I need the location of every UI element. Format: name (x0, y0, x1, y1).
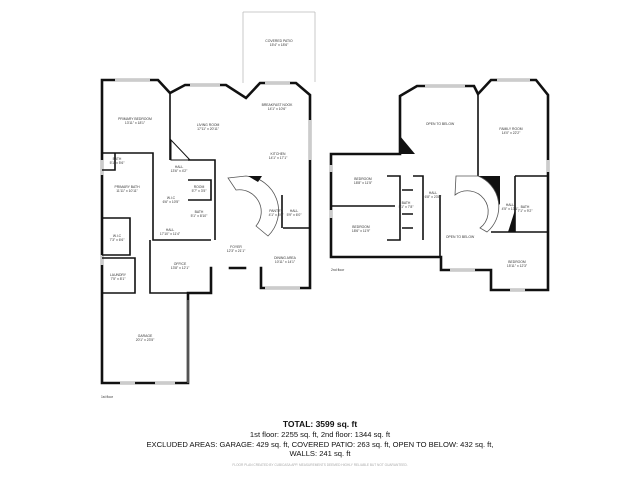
room-dims: 7'3" x 6'6" (110, 238, 126, 242)
room-dims: 5'7" x 3'5" (192, 189, 208, 193)
room-label: ROOM (194, 185, 205, 189)
floor-label: 1st floor (101, 395, 114, 399)
room-label: OPEN TO BELOW (446, 235, 475, 239)
room-dims: 5'1" x 7'8" (399, 205, 415, 209)
room-dims: 14'1" x 17'1" (269, 156, 288, 160)
room-dims: 6'6" x 10'5" (163, 200, 181, 204)
second-floor-labels: OPEN TO BELOW FAMILY ROOM 14'0" x 22'2" … (331, 122, 533, 272)
room-label: PRIMARY BEDROOM (118, 117, 152, 121)
room-label: HALL (290, 209, 299, 213)
room-label: OPEN TO BELOW (426, 122, 455, 126)
room-label: BATH (521, 205, 530, 209)
room-label: HALL (166, 228, 175, 232)
room-label: W.I.C (167, 196, 176, 200)
room-label: BATH (195, 210, 204, 214)
disclaimer: FLOOR PLAN CREATED BY CUBICASA APP. MEAS… (232, 463, 408, 467)
room-dims: 18'8" x 11'5" (354, 181, 373, 185)
room-label: PANTRY (269, 209, 283, 213)
room-dims: 10'11" x 14'1" (275, 260, 296, 264)
room-label: FOYER (230, 245, 242, 249)
room-dims: 13'8" x 12'1" (171, 266, 190, 270)
floor-label: 2nd floor (331, 268, 345, 272)
excluded-areas: EXCLUDED AREAS: GARAGE: 429 sq. ft, COVE… (146, 439, 494, 449)
room-dims: 5'9" x 6'0" (287, 213, 303, 217)
room-dims: 14'0" x 22'2" (502, 131, 521, 135)
room-dims: 13'6" x 4'2" (171, 169, 189, 173)
second-floor-plan (329, 78, 550, 292)
room-label: BATH (113, 157, 122, 161)
room-dims: 5'1" x 8'10" (191, 214, 209, 218)
room-dims: 17'10" x 11'4" (160, 232, 181, 236)
room-dims: 20'1" x 23'5" (136, 338, 155, 342)
room-dims: 5'1" x 5'6" (110, 161, 126, 165)
room-label: BEDROOM (354, 177, 372, 181)
room-label: W.I.C (113, 234, 122, 238)
room-label: BATH (402, 201, 411, 205)
room-dims: 14'1" x 10'6" (268, 107, 287, 111)
room-dims: 17'11" x 20'11" (197, 127, 220, 131)
room-label: GARAGE (138, 334, 153, 338)
room-label: PRIMARY BATH (114, 185, 140, 189)
room-dims: 6'8" x 23'8" (425, 195, 443, 199)
room-dims: 13'11" x 18'1" (125, 121, 146, 125)
room-label: LIVING ROOM (197, 123, 220, 127)
room-dims: 4'5" x 13'1" (502, 207, 520, 211)
floor-areas: 1st floor: 2255 sq. ft, 2nd floor: 1344 … (249, 430, 391, 439)
room-dims: 7'5" x 8'1" (111, 277, 127, 281)
room-dims: 4'1" x 6'0" (269, 213, 285, 217)
room-dims: 15'11" x 12'3" (507, 264, 528, 268)
room-label: HALL (506, 203, 515, 207)
room-dims: 11'11" x 10'11" (116, 189, 138, 193)
room-dims: 12'3" x 21'1" (227, 249, 246, 253)
room-label: BEDROOM (352, 225, 370, 229)
room-dims: 18'6" x 11'9" (352, 229, 371, 233)
room-dims: 15'4" x 18'6" (270, 43, 289, 47)
first-floor-labels: COVERED PATIO 15'4" x 18'6" PRIMARY BEDR… (101, 39, 302, 399)
room-label: BEDROOM (508, 260, 526, 264)
first-floor-plan (100, 11, 316, 385)
room-label: OFFICE (174, 262, 187, 266)
room-label: BREAKFAST NOOK (262, 103, 294, 107)
room-label: FAMILY ROOM (499, 127, 522, 131)
room-label: COVERED PATIO (265, 39, 293, 43)
room-label: LAUNDRY (110, 273, 127, 277)
walls-area: WALLS: 241 sq. ft (289, 449, 351, 458)
room-label: HALL (429, 191, 438, 195)
room-dims: 7'1" x 9'2" (518, 209, 534, 213)
room-label: HALL (175, 165, 184, 169)
room-label: KITCHEN (271, 152, 286, 156)
total-area: TOTAL: 3599 sq. ft (282, 419, 358, 429)
room-label: DINING AREA (274, 256, 297, 260)
